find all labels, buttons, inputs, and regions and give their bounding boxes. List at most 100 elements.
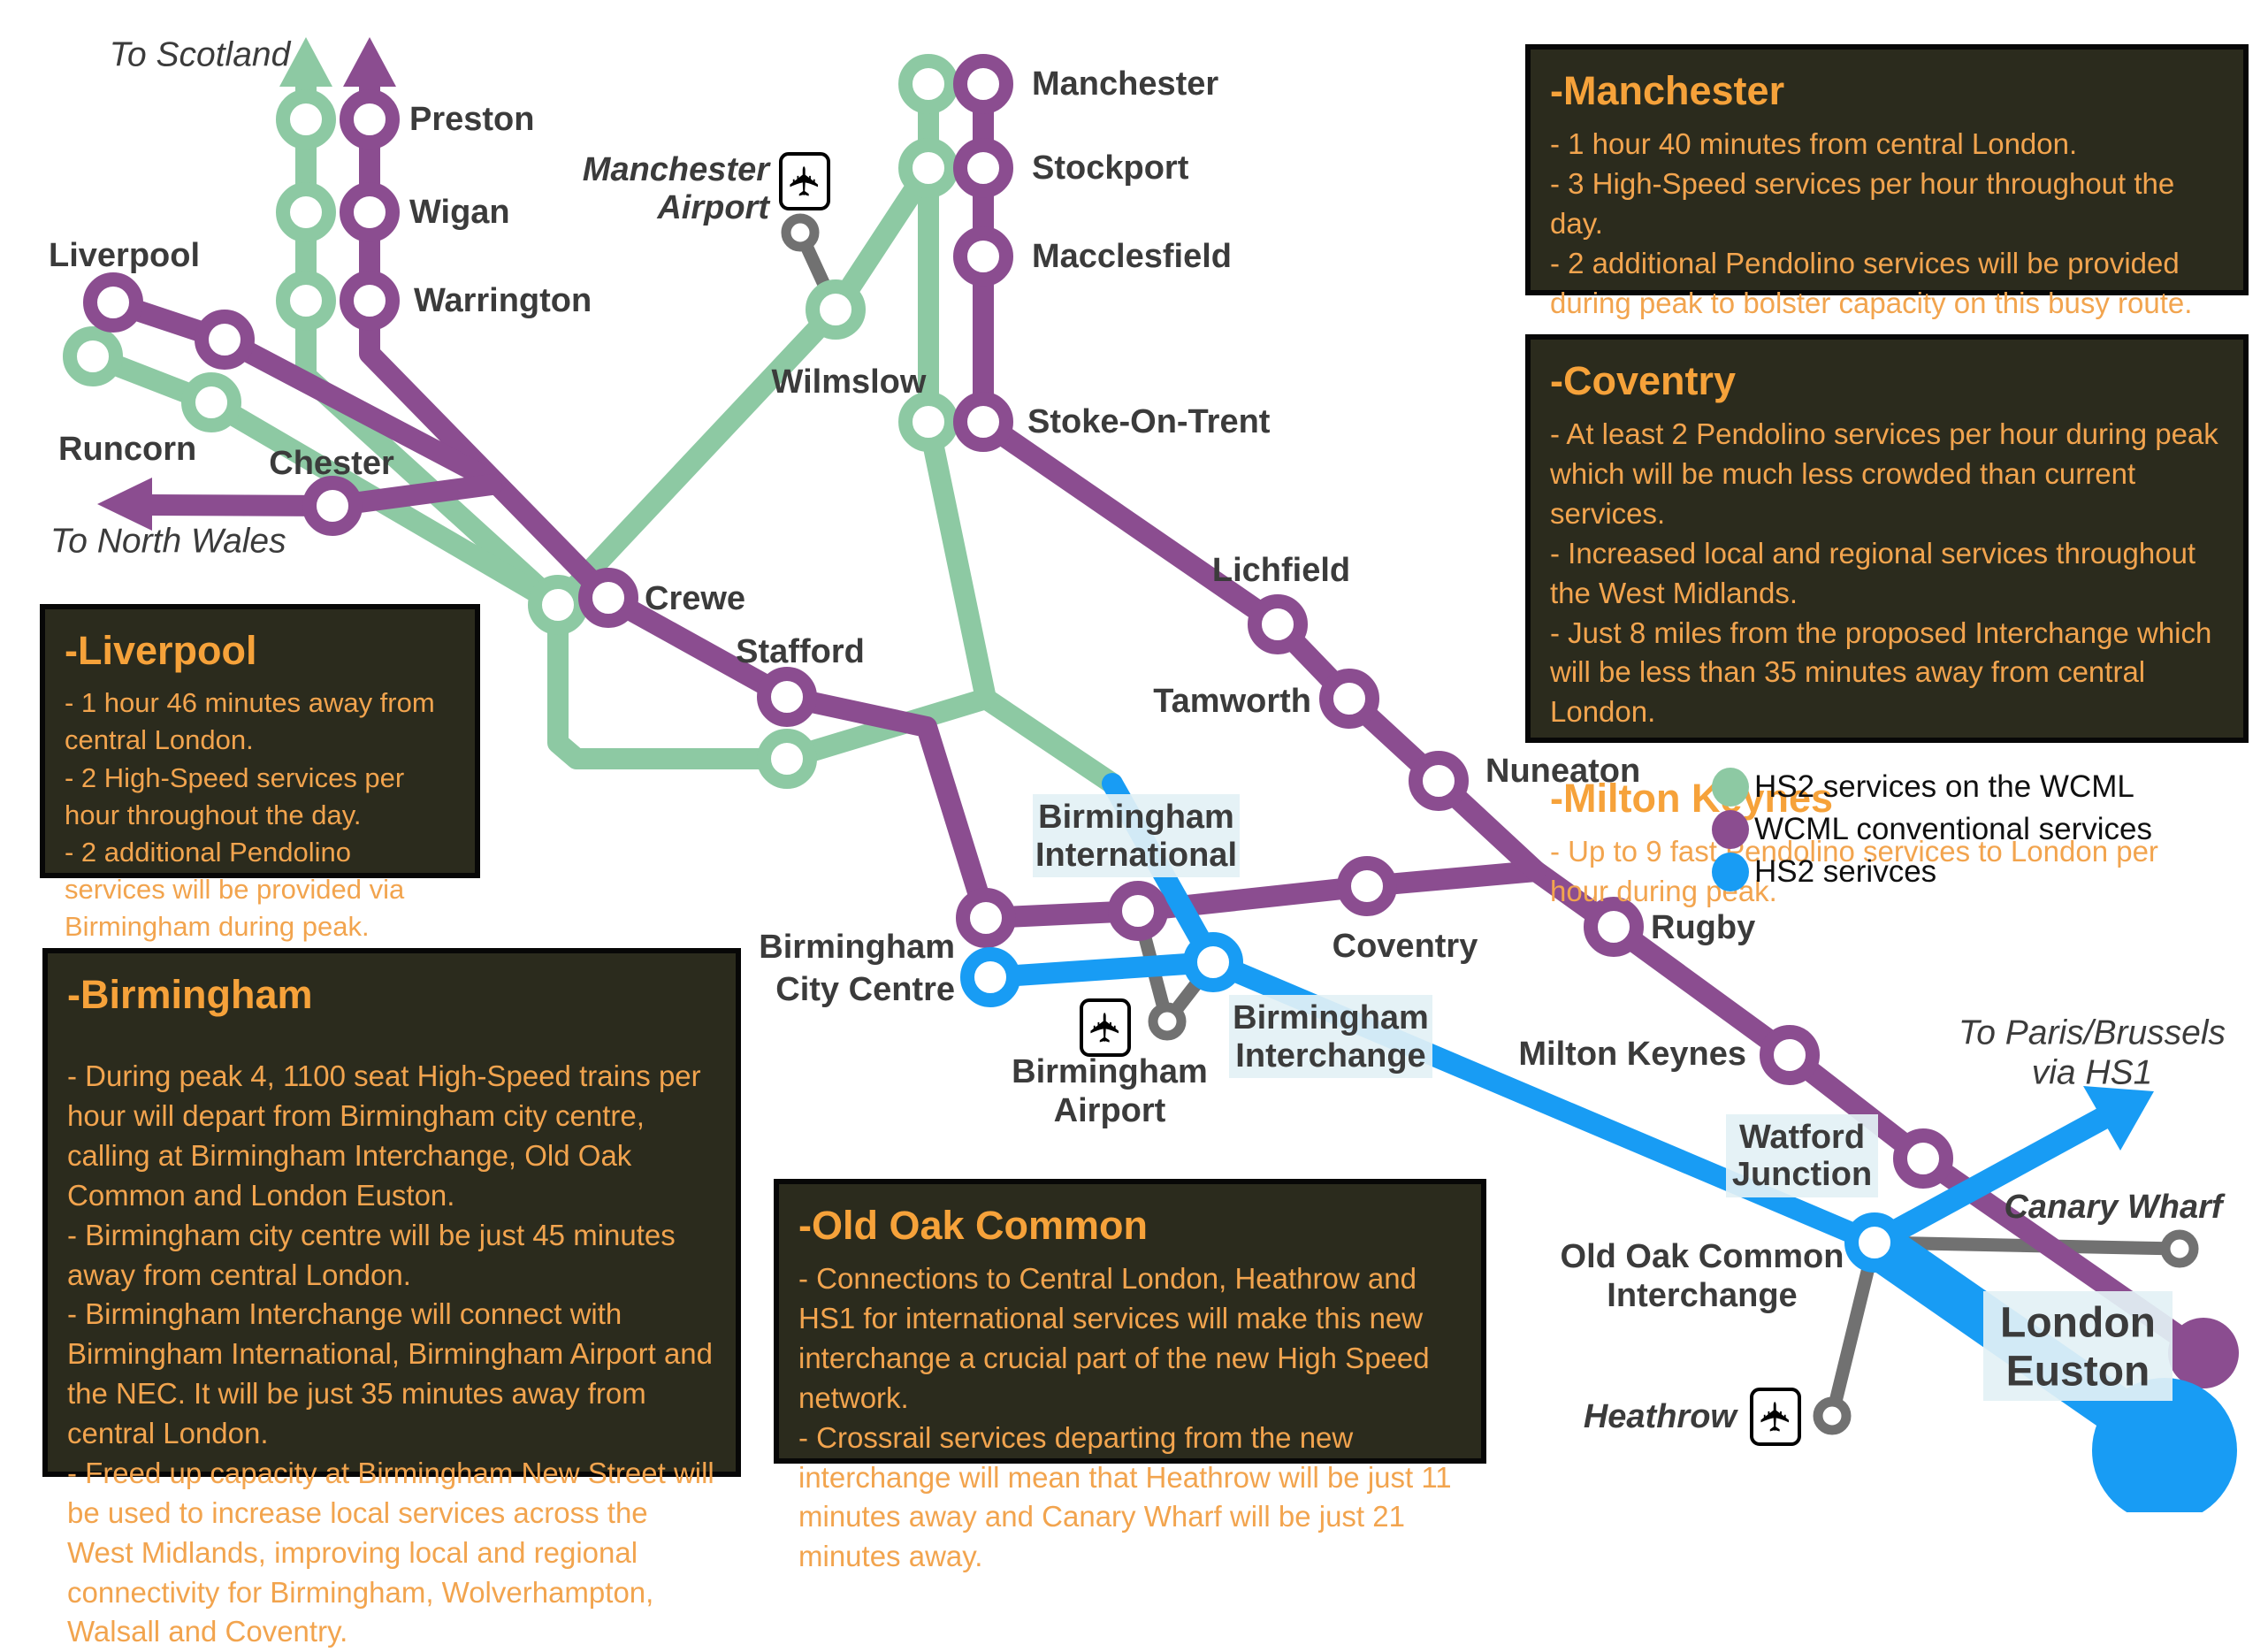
infobox-bullet: - Birmingham Interchange will connect wi… — [67, 1297, 714, 1450]
label-watford-junction: Junction — [1732, 1156, 1872, 1193]
label-to-paris-brussels: To Paris/Brussels — [1959, 1014, 2226, 1052]
infobox-birmingham: -Birmingham - During peak 4, 1100 seat H… — [42, 948, 741, 1648]
label-bg-birmingham-interchange — [1229, 995, 1432, 1078]
legend-label: WCML conventional services — [1754, 812, 2152, 846]
infobox-bullet: - 1 hour 40 minutes from central London. — [1550, 127, 2078, 161]
label-birmingham-city-centre: City Centre — [775, 971, 955, 1008]
label-london-euston: London — [2000, 1300, 2156, 1347]
label-birmingham-airport: Airport — [1054, 1092, 1166, 1129]
station-warrington-green — [276, 271, 336, 331]
legend-item-hs2-on-wcml: HS2 services on the WCML — [1712, 766, 2152, 808]
infobox-title: -Old Oak Common — [798, 1203, 1149, 1248]
legend-label: HS2 services on the WCML — [1754, 769, 2134, 804]
label-manchester-airport: Airport — [656, 189, 770, 226]
infobox-title: -Milton Keynes — [1550, 776, 1834, 822]
legend-label: HS2 serivces — [1754, 854, 1937, 889]
station-crewe-purple — [578, 568, 638, 628]
infobox-coventry-milton-keynes: -Coventry - At least 2 Pendolino service… — [1525, 334, 2249, 907]
station-canary-wharf-station — [2160, 1229, 2199, 1268]
label-bg-london-euston — [1983, 1291, 2173, 1401]
label-manchester-airport: Manchester — [583, 151, 771, 188]
infobox-bullet: - 3 High-Speed services per hour through… — [1550, 167, 2175, 240]
label-birmingham-interchange: Birmingham — [1233, 999, 1429, 1036]
station-liverpool-purple — [83, 272, 143, 333]
label-canary-wharf: Canary Wharf — [2004, 1189, 2225, 1226]
label-preston: Preston — [409, 101, 534, 138]
label-london-euston: Euston — [2006, 1349, 2150, 1396]
infobox-bullet: - Birmingham city centre will be just 45… — [67, 1218, 676, 1291]
infobox-title: -Coventry — [1550, 358, 1737, 403]
heathrow-airport-icon — [1750, 1388, 1801, 1446]
line-purple-stafford-birmingham — [776, 686, 997, 929]
label-manchester: Manchester — [1032, 65, 1218, 103]
station-stockport-green — [898, 138, 958, 198]
line-gray-canary-wharf-link — [1867, 1235, 2187, 1256]
infobox-bullet: - 2 additional Pendolino services will b… — [65, 836, 405, 943]
label-birmingham-international: International — [1035, 837, 1237, 874]
infobox-bullet: - At least 2 Pendolino services per hour… — [1550, 417, 2218, 530]
station-stockport-purple — [953, 138, 1013, 198]
station-birmingham-city-centre-blue — [960, 947, 1020, 1007]
station-watford-junction — [1893, 1128, 1953, 1189]
infobox-bullet: - Crossrail services departing from the … — [798, 1420, 1452, 1573]
manchester-airport-icon-glyph: ✈ — [782, 164, 828, 199]
label-rugby: Rugby — [1651, 909, 1755, 946]
label-lichfield: Lichfield — [1212, 552, 1350, 589]
legend-item-hs2: HS2 serivces — [1712, 851, 2152, 893]
label-birmingham-city-centre: Birmingham — [759, 929, 955, 966]
label-stoke-on-trent: Stoke-On-Trent — [1027, 403, 1271, 440]
station-preston-purple — [340, 89, 400, 149]
label-bg-birmingham-international — [1033, 794, 1240, 877]
label-nuneaton: Nuneaton — [1485, 753, 1640, 790]
label-stafford: Stafford — [736, 633, 865, 670]
station-milton-keynes — [1760, 1025, 1820, 1085]
infobox-bullet: - Increased local and regional services … — [1550, 536, 2196, 609]
station-wilmslow — [806, 279, 866, 340]
manchester-airport-icon — [779, 152, 830, 210]
station-birmingham-city-centre-purple — [956, 888, 1016, 948]
terminus-purple-london-euston — [2168, 1318, 2239, 1388]
station-runcorn-mid-green — [181, 372, 241, 432]
label-birmingham-international: Birmingham — [1038, 799, 1234, 836]
infobox-title: -Manchester — [1550, 68, 1785, 113]
station-wigan-purple — [340, 182, 400, 242]
infobox-title: -Birmingham — [67, 972, 313, 1017]
arrow-blue-to-hs1 — [2083, 1086, 2154, 1151]
station-liverpool-mid-purple — [195, 310, 255, 370]
legend-dot-purple-icon — [1712, 810, 1749, 849]
label-runcorn: Runcorn — [58, 431, 196, 468]
label-old-oak-common: Old Oak Common — [1561, 1238, 1844, 1275]
infobox-title: -Liverpool — [65, 628, 257, 673]
infobox-bullet: - Just 8 miles from the proposed Interch… — [1550, 616, 2212, 729]
infobox-manchester: -Manchester - 1 hour 40 minutes from cen… — [1525, 44, 2249, 319]
arrow-purple-to-scotland — [343, 37, 396, 87]
line-blue-hs1-branch — [1863, 1106, 2115, 1254]
legend: HS2 services on the WCML WCML convention… — [1712, 766, 2152, 893]
label-warrington: Warrington — [414, 282, 592, 319]
station-stafford-green — [757, 729, 817, 789]
label-crewe: Crewe — [645, 580, 745, 617]
label-macclesfield: Macclesfield — [1032, 238, 1232, 275]
label-watford-junction: Watford — [1739, 1119, 1865, 1156]
heathrow-airport-icon-glyph: ✈ — [1753, 1400, 1798, 1434]
legend-item-wcml-conventional: WCML conventional services — [1712, 808, 2152, 851]
station-liverpool-green — [63, 326, 123, 386]
terminus-blue-london-euston — [2092, 1378, 2237, 1512]
label-birmingham-airport: Birmingham — [1012, 1053, 1208, 1090]
label-to-north-wales: To North Wales — [50, 523, 286, 561]
station-birmingham-interchange — [1183, 932, 1243, 992]
station-old-oak-common — [1844, 1212, 1905, 1273]
station-coventry — [1337, 856, 1397, 916]
infobox-old-oak-common: -Old Oak Common - Connections to Central… — [774, 1179, 1486, 1572]
label-bg-watford-junction — [1726, 1114, 1878, 1197]
station-manchester-airport-station — [781, 213, 820, 252]
label-chester: Chester — [269, 445, 394, 482]
station-stoke-green — [898, 392, 958, 452]
birmingham-airport-icon-glyph: ✈ — [1082, 1011, 1128, 1045]
infobox-bullet: - 2 additional Pendolino services will b… — [1550, 246, 2193, 319]
station-manchester-green — [898, 54, 958, 114]
line-green-crewe-stafford-birmingham — [547, 594, 1123, 794]
station-stoke-purple — [953, 392, 1013, 452]
station-preston-green — [276, 89, 336, 149]
